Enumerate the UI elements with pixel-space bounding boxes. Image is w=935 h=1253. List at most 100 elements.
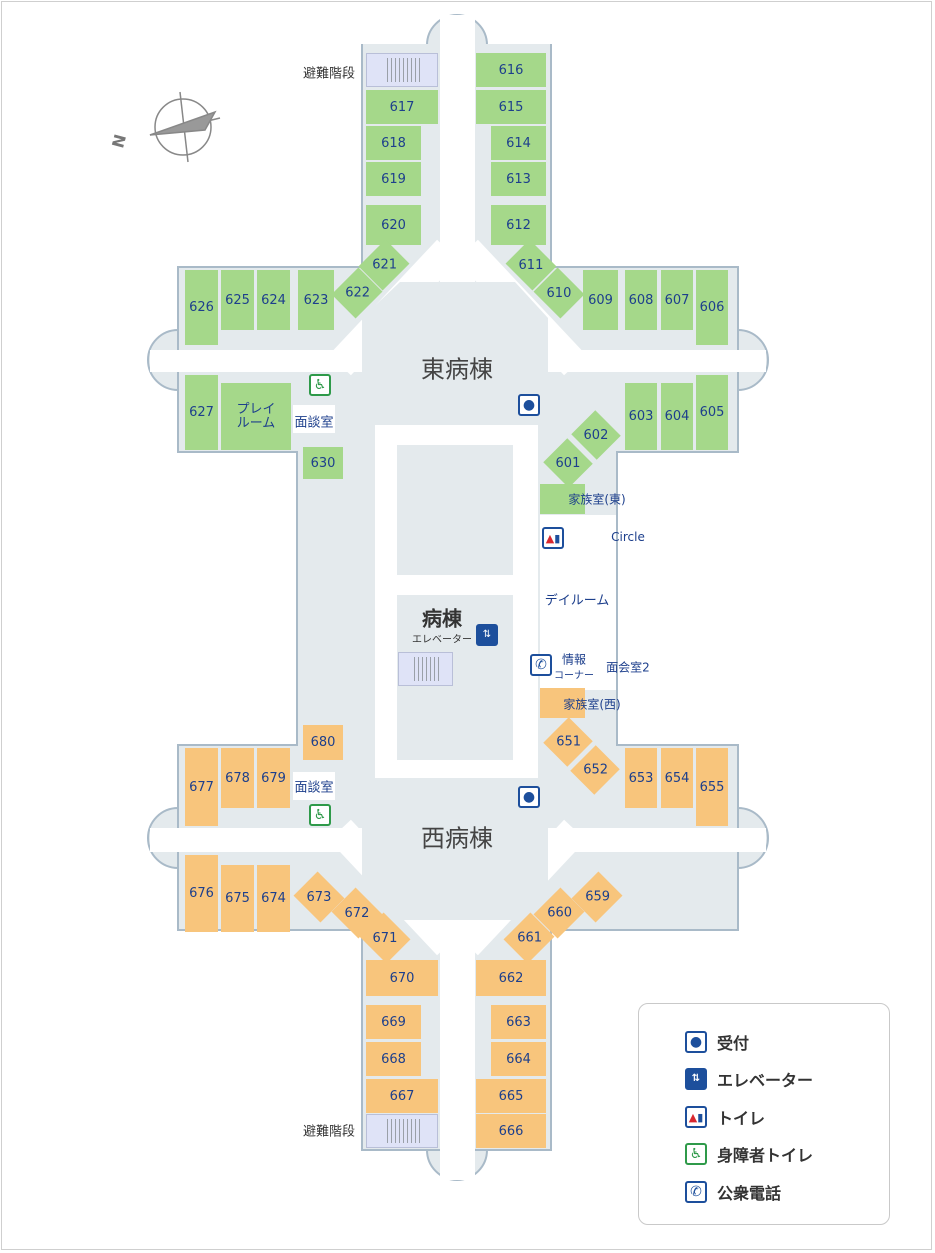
room-number: 679 [261, 770, 286, 786]
room-number: 665 [498, 1088, 524, 1104]
room-620[interactable]: 620 [366, 205, 421, 245]
room-605[interactable]: 605 [696, 375, 728, 450]
room-612[interactable]: 612 [491, 205, 546, 245]
room-number: 671 [372, 930, 398, 946]
room-668[interactable]: 668 [366, 1042, 421, 1076]
room-number: 678 [225, 770, 250, 786]
room-number: 620 [381, 217, 406, 233]
room-624[interactable]: 624 [257, 270, 290, 330]
circle-label[interactable]: Circle [611, 530, 645, 544]
room-654[interactable]: 654 [661, 748, 693, 808]
room-667[interactable]: 667 [366, 1079, 438, 1113]
room-677[interactable]: 677 [185, 748, 218, 826]
room-674[interactable]: 674 [257, 865, 290, 932]
reception-icon[interactable]: ● [518, 394, 540, 416]
room-number: 627 [189, 405, 214, 420]
room-662[interactable]: 662 [476, 960, 546, 996]
room-609[interactable]: 609 [583, 270, 618, 330]
interview-room-west[interactable]: 面談室 [294, 780, 334, 796]
room-630[interactable]: 630 [303, 447, 343, 479]
room-617[interactable]: 617 [366, 90, 438, 124]
family-room-east-block[interactable] [540, 484, 585, 514]
room-603[interactable]: 603 [625, 383, 657, 450]
room-606[interactable]: 606 [696, 270, 728, 345]
room-number: 663 [506, 1014, 531, 1030]
stairs-south-label: 避難階段 [302, 1124, 356, 1140]
room-number: 621 [371, 257, 397, 273]
info-corner-label-2[interactable]: コーナー [554, 670, 594, 682]
public-phone-icon[interactable]: ✆ [530, 654, 552, 676]
family-room-east[interactable]: 家族室(東) [568, 492, 626, 507]
room-679[interactable]: 679 [257, 748, 290, 808]
room-615[interactable]: 615 [476, 90, 546, 124]
legend-item: ♿身障者トイレ [685, 1142, 813, 1166]
reception-icon[interactable]: ● [518, 786, 540, 808]
family-room-west-block[interactable] [540, 688, 585, 718]
room-number: 674 [261, 891, 286, 906]
accessible-restroom-icon[interactable]: ♿ [309, 804, 331, 826]
room-676[interactable]: 676 [185, 855, 218, 932]
room-608[interactable]: 608 [625, 270, 657, 330]
room-number: 672 [344, 905, 370, 921]
room-625[interactable]: 625 [221, 270, 254, 330]
room-618[interactable]: 618 [366, 126, 421, 160]
room-613[interactable]: 613 [491, 162, 546, 196]
room-627[interactable]: 627 [185, 375, 218, 450]
compass-icon: N [108, 91, 221, 163]
meeting-room-2[interactable]: 面会室2 [606, 660, 650, 675]
room-number: 630 [310, 455, 336, 471]
room-number: 604 [664, 409, 690, 424]
room-number: 664 [506, 1051, 531, 1067]
info-corner-label-1[interactable]: 情報 [561, 652, 587, 667]
elevator-icon[interactable]: ⇅ [476, 624, 498, 646]
room-655[interactable]: 655 [696, 748, 728, 826]
room-614[interactable]: 614 [491, 126, 546, 160]
accessible-restroom-icon[interactable]: ♿ [309, 374, 331, 396]
play-room-label: ルーム [236, 415, 276, 431]
room-number: 606 [699, 300, 725, 315]
room-number: 605 [699, 405, 725, 420]
room-number: 601 [555, 455, 581, 471]
room-number: 622 [344, 285, 370, 301]
room-675[interactable]: 675 [221, 865, 254, 932]
room-653[interactable]: 653 [625, 748, 657, 808]
legend-item: ✆公衆電話 [685, 1180, 781, 1204]
room-670[interactable]: 670 [366, 960, 438, 996]
room-626[interactable]: 626 [185, 270, 218, 345]
west-wing-label: 西病棟 [421, 824, 493, 853]
east-wing-label: 東病棟 [421, 355, 493, 384]
room-number: 668 [381, 1051, 406, 1067]
room-number: 680 [310, 735, 336, 750]
family-room-west[interactable]: 家族室(西) [563, 697, 621, 712]
room-number: 618 [381, 135, 406, 151]
room-666[interactable]: 666 [476, 1114, 546, 1148]
room-number: 617 [389, 99, 415, 115]
legend-label: トイレ [717, 1109, 766, 1128]
room-678[interactable]: 678 [221, 748, 254, 808]
room-665[interactable]: 665 [476, 1079, 546, 1113]
room-number: 661 [516, 930, 542, 946]
room-664[interactable]: 664 [491, 1042, 546, 1076]
room-663[interactable]: 663 [491, 1005, 546, 1039]
center-subtitle: エレベーター [412, 634, 472, 646]
room-607[interactable]: 607 [661, 270, 693, 330]
stairs-south [366, 1114, 438, 1148]
room-680[interactable]: 680 [303, 725, 343, 760]
day-room-label[interactable]: デイルーム [544, 593, 610, 609]
svg-text:N: N [108, 132, 130, 150]
room-669[interactable]: 669 [366, 1005, 421, 1039]
room-604[interactable]: 604 [661, 383, 693, 450]
room-623[interactable]: 623 [298, 270, 334, 330]
room-number: 670 [389, 970, 415, 986]
room-number: 669 [381, 1014, 406, 1030]
room-number: 654 [664, 770, 690, 786]
room-number: 652 [582, 762, 608, 778]
interview-room-east[interactable]: 面談室 [294, 415, 334, 431]
play-room[interactable]: プレイルーム [221, 383, 291, 450]
room-616[interactable]: 616 [476, 53, 546, 87]
stairs-north [366, 53, 438, 87]
room-number: 614 [506, 135, 531, 151]
room-619[interactable]: 619 [366, 162, 421, 196]
restroom-icon[interactable]: ▲▮ [542, 527, 564, 549]
